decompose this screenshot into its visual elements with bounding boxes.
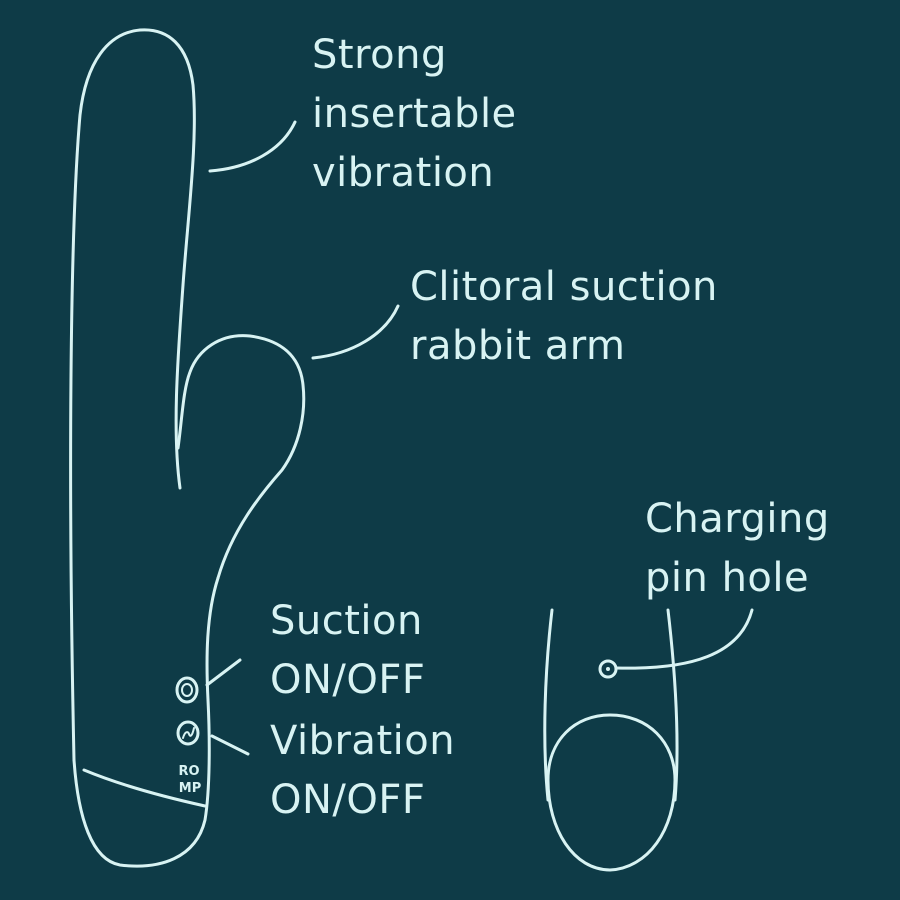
vibration-wave-icon bbox=[182, 727, 195, 739]
charging-pin-hole bbox=[598, 659, 618, 679]
leader-suction bbox=[205, 658, 242, 687]
callout-line: Strong bbox=[312, 32, 447, 78]
vibration-button bbox=[176, 720, 200, 746]
callout-line: Suction bbox=[270, 598, 423, 644]
callout-suction-on-off: Suction ON/OFF bbox=[270, 592, 425, 710]
base-band-line bbox=[82, 768, 207, 808]
base-view-bottom-oval bbox=[546, 713, 677, 872]
callout-line: insertable bbox=[312, 91, 517, 137]
callout-line: Vibration bbox=[270, 718, 456, 764]
suction-button-inner bbox=[181, 683, 193, 697]
base-view-left-edge bbox=[543, 608, 554, 802]
insertable-shaft-outline bbox=[69, 28, 196, 762]
callout-line: ON/OFF bbox=[270, 657, 426, 703]
brand-logo-top: RO bbox=[178, 764, 199, 779]
brand-logo-bottom: MP bbox=[179, 781, 201, 796]
rabbit-arm-outline bbox=[176, 334, 306, 580]
callout-charging-pin-hole: Charging pin hole bbox=[645, 490, 830, 608]
charging-pin-hole-center bbox=[606, 667, 610, 671]
leader-vibration bbox=[210, 734, 250, 756]
callout-line: Charging bbox=[645, 496, 830, 542]
leader-charging bbox=[614, 608, 754, 670]
callout-line: ON/OFF bbox=[270, 777, 426, 823]
callout-line: pin hole bbox=[645, 555, 810, 601]
suction-button bbox=[175, 676, 199, 704]
leader-clitoral bbox=[311, 304, 400, 360]
callout-line: Clitoral suction bbox=[410, 264, 718, 310]
callout-clitoral-suction-arm: Clitoral suction rabbit arm bbox=[410, 258, 718, 376]
callout-strong-insertable-vibration: Strong insertable vibration bbox=[312, 26, 517, 203]
callout-line: rabbit arm bbox=[410, 323, 626, 369]
callout-line: vibration bbox=[312, 150, 495, 196]
handle-bottom-outline bbox=[72, 576, 220, 868]
callout-vibration-on-off: Vibration ON/OFF bbox=[270, 712, 455, 830]
leader-strong bbox=[208, 120, 297, 173]
